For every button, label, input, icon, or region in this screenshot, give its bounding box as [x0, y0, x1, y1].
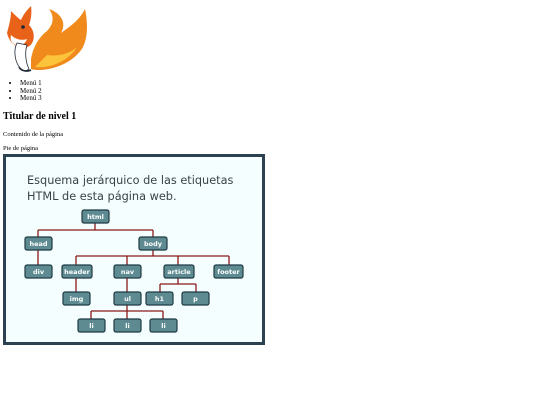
svg-text:li: li: [125, 322, 129, 330]
svg-text:html: html: [87, 213, 104, 221]
svg-text:header: header: [64, 268, 90, 276]
menu-item[interactable]: Menú 2: [20, 87, 42, 96]
node-article: article: [163, 264, 195, 279]
svg-text:div: div: [33, 268, 45, 276]
node-footer: footer: [213, 264, 244, 279]
node-html: html: [81, 209, 110, 224]
svg-text:ul: ul: [124, 295, 131, 303]
node-li: li: [77, 318, 106, 333]
node-p: p: [181, 291, 210, 306]
menu-item[interactable]: Menú 1: [20, 79, 42, 88]
svg-text:li: li: [89, 322, 93, 330]
svg-text:li: li: [161, 322, 165, 330]
svg-text:h1: h1: [155, 295, 165, 303]
node-img: img: [62, 291, 91, 306]
html-hierarchy-diagram: Esquema jerárquico de las etiquetas HTML…: [3, 154, 265, 345]
node-body: body: [138, 236, 168, 251]
node-li: li: [149, 318, 178, 333]
node-ul: ul: [113, 291, 142, 306]
node-h1: h1: [145, 291, 174, 306]
page-heading: Titular de nivel 1: [3, 111, 77, 122]
page-footer: Pie de página: [3, 145, 39, 152]
svg-text:p: p: [193, 295, 198, 303]
node-div: div: [24, 264, 53, 279]
svg-text:img: img: [70, 295, 84, 303]
page-content: Contenido de la página: [3, 131, 64, 138]
menu-item[interactable]: Menú 3: [20, 95, 42, 103]
tree-connectors: [37, 223, 230, 319]
tree-svg: html head body div header nav article f: [24, 209, 244, 333]
node-header: header: [61, 264, 93, 279]
menu-list: Menú 1 Menú 2 Menú 3: [20, 79, 42, 103]
node-head: head: [24, 236, 53, 251]
firefox-logo: [3, 3, 89, 75]
node-nav: nav: [113, 264, 142, 279]
svg-text:footer: footer: [217, 268, 240, 276]
svg-text:body: body: [144, 240, 163, 248]
svg-text:nav: nav: [121, 268, 135, 276]
svg-text:article: article: [167, 268, 191, 276]
diagram-title: Esquema jerárquico de las etiquetas HTML…: [27, 174, 234, 203]
svg-text:head: head: [29, 240, 47, 248]
node-li: li: [113, 318, 142, 333]
